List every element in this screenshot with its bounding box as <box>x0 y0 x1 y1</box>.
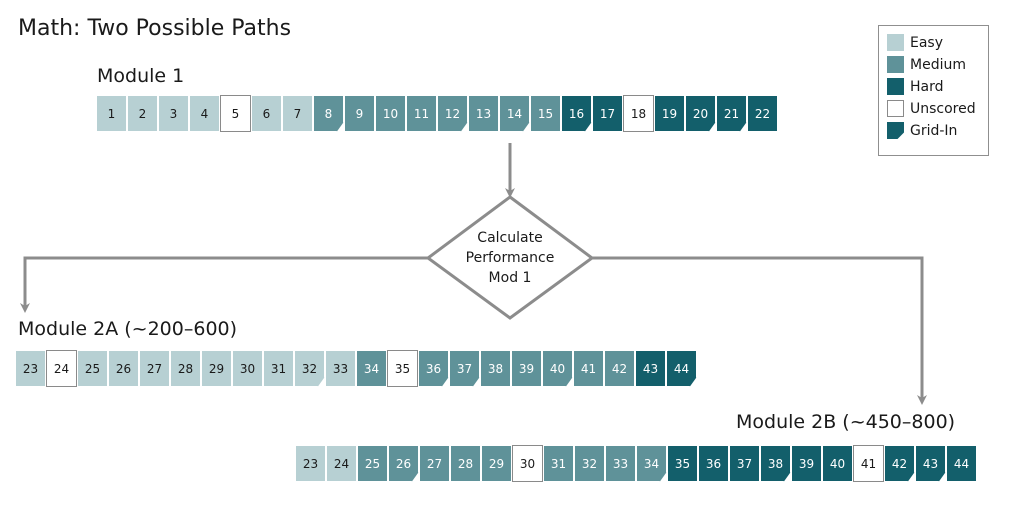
legend-item-unscored: Unscored <box>887 100 976 117</box>
module-1-question-19: 19 <box>654 95 685 132</box>
module-2a-question-37: 37 <box>449 350 480 387</box>
module-1-question-20: 20 <box>685 95 716 132</box>
module-2a-question-33: 33 <box>325 350 356 387</box>
legend-swatch-hard <box>887 78 904 95</box>
module-2b-question-40: 40 <box>822 445 853 482</box>
module-2b-question-42: 42 <box>884 445 915 482</box>
legend-label-unscored: Unscored <box>910 100 976 117</box>
module-1-question-16: 16 <box>561 95 592 132</box>
module-2b-question-38: 38 <box>760 445 791 482</box>
module-1-question-12: 12 <box>437 95 468 132</box>
legend-swatch-medium <box>887 56 904 73</box>
module-2a-question-39: 39 <box>511 350 542 387</box>
module-2b-question-28: 28 <box>450 445 481 482</box>
module-2b-question-30: 30 <box>512 445 543 482</box>
module-1-question-1: 1 <box>96 95 127 132</box>
module-2a-question-40: 40 <box>542 350 573 387</box>
module-1-question-5: 5 <box>220 95 251 132</box>
module-2b-question-34: 34 <box>636 445 667 482</box>
legend-label-medium: Medium <box>910 56 966 73</box>
module-2a-question-28: 28 <box>170 350 201 387</box>
module-2a-question-34: 34 <box>356 350 387 387</box>
legend-label-easy: Easy <box>910 34 944 51</box>
module-2a-question-38: 38 <box>480 350 511 387</box>
module-1-label: Module 1 <box>97 65 185 87</box>
module-2b-question-29: 29 <box>481 445 512 482</box>
legend-label-hard: Hard <box>910 78 944 95</box>
legend-swatch-gridin <box>887 122 904 139</box>
module-1-question-13: 13 <box>468 95 499 132</box>
module-2b-question-26: 26 <box>388 445 419 482</box>
module-2b-question-43: 43 <box>915 445 946 482</box>
module-1-question-14: 14 <box>499 95 530 132</box>
module-1-question-10: 10 <box>375 95 406 132</box>
legend-label-gridin: Grid-In <box>910 122 958 139</box>
module-2a-question-32: 32 <box>294 350 325 387</box>
module-2a-question-29: 29 <box>201 350 232 387</box>
module-2a-question-26: 26 <box>108 350 139 387</box>
decision-label: Calculate Performance Mod 1 <box>440 228 580 288</box>
module-2a-question-44: 44 <box>666 350 697 387</box>
module-2b-question-41: 41 <box>853 445 884 482</box>
module-1-question-18: 18 <box>623 95 654 132</box>
module-1-question-9: 9 <box>344 95 375 132</box>
module-1-question-7: 7 <box>282 95 313 132</box>
decision-line-2: Performance <box>465 250 555 266</box>
module-1-question-8: 8 <box>313 95 344 132</box>
module-2a-question-23: 23 <box>15 350 46 387</box>
module-2b-question-39: 39 <box>791 445 822 482</box>
module-2b-question-27: 27 <box>419 445 450 482</box>
module-2a-question-36: 36 <box>418 350 449 387</box>
module-2b-question-36: 36 <box>698 445 729 482</box>
legend-swatch-unscored <box>887 100 904 117</box>
decision-diamond <box>425 195 595 320</box>
arrow-to-module-2b <box>592 256 927 405</box>
module-1-question-4: 4 <box>189 95 220 132</box>
module-1-question-21: 21 <box>716 95 747 132</box>
legend-swatch-easy <box>887 34 904 51</box>
module-2a-question-27: 27 <box>139 350 170 387</box>
module-2a-question-30: 30 <box>232 350 263 387</box>
module-2b-label: Module 2B (~450–800) <box>736 411 956 433</box>
module-2b-question-25: 25 <box>357 445 388 482</box>
legend-item-gridin: Grid-In <box>887 122 957 139</box>
legend-item-hard: Hard <box>887 78 944 95</box>
module-1-question-17: 17 <box>592 95 623 132</box>
module-2b-question-35: 35 <box>667 445 698 482</box>
arrow-to-module-2a <box>20 256 428 313</box>
module-2b-question-23: 23 <box>295 445 326 482</box>
module-2a-question-31: 31 <box>263 350 294 387</box>
module-2b-question-33: 33 <box>605 445 636 482</box>
module-1-question-2: 2 <box>127 95 158 132</box>
module-2b-question-37: 37 <box>729 445 760 482</box>
module-2a-question-24: 24 <box>46 350 77 387</box>
module-2a-question-41: 41 <box>573 350 604 387</box>
decision-line-1: Calculate <box>477 230 543 246</box>
legend: Easy Medium Hard Unscored Grid-In <box>878 25 989 156</box>
module-2b-question-31: 31 <box>543 445 574 482</box>
module-1-question-15: 15 <box>530 95 561 132</box>
page-title: Math: Two Possible Paths <box>18 16 292 41</box>
module-2a-question-42: 42 <box>604 350 635 387</box>
module-1-question-3: 3 <box>158 95 189 132</box>
legend-item-easy: Easy <box>887 34 943 51</box>
decision-line-3: Mod 1 <box>488 270 532 286</box>
module-1-question-22: 22 <box>747 95 778 132</box>
module-1-question-11: 11 <box>406 95 437 132</box>
module-2a-question-35: 35 <box>387 350 418 387</box>
module-2b-question-24: 24 <box>326 445 357 482</box>
module-2a-label: Module 2A (~200–600) <box>18 318 238 340</box>
module-1-question-6: 6 <box>251 95 282 132</box>
module-2a-question-25: 25 <box>77 350 108 387</box>
module-2b-question-32: 32 <box>574 445 605 482</box>
legend-item-medium: Medium <box>887 56 966 73</box>
module-2b-question-44: 44 <box>946 445 977 482</box>
module-2a-question-43: 43 <box>635 350 666 387</box>
